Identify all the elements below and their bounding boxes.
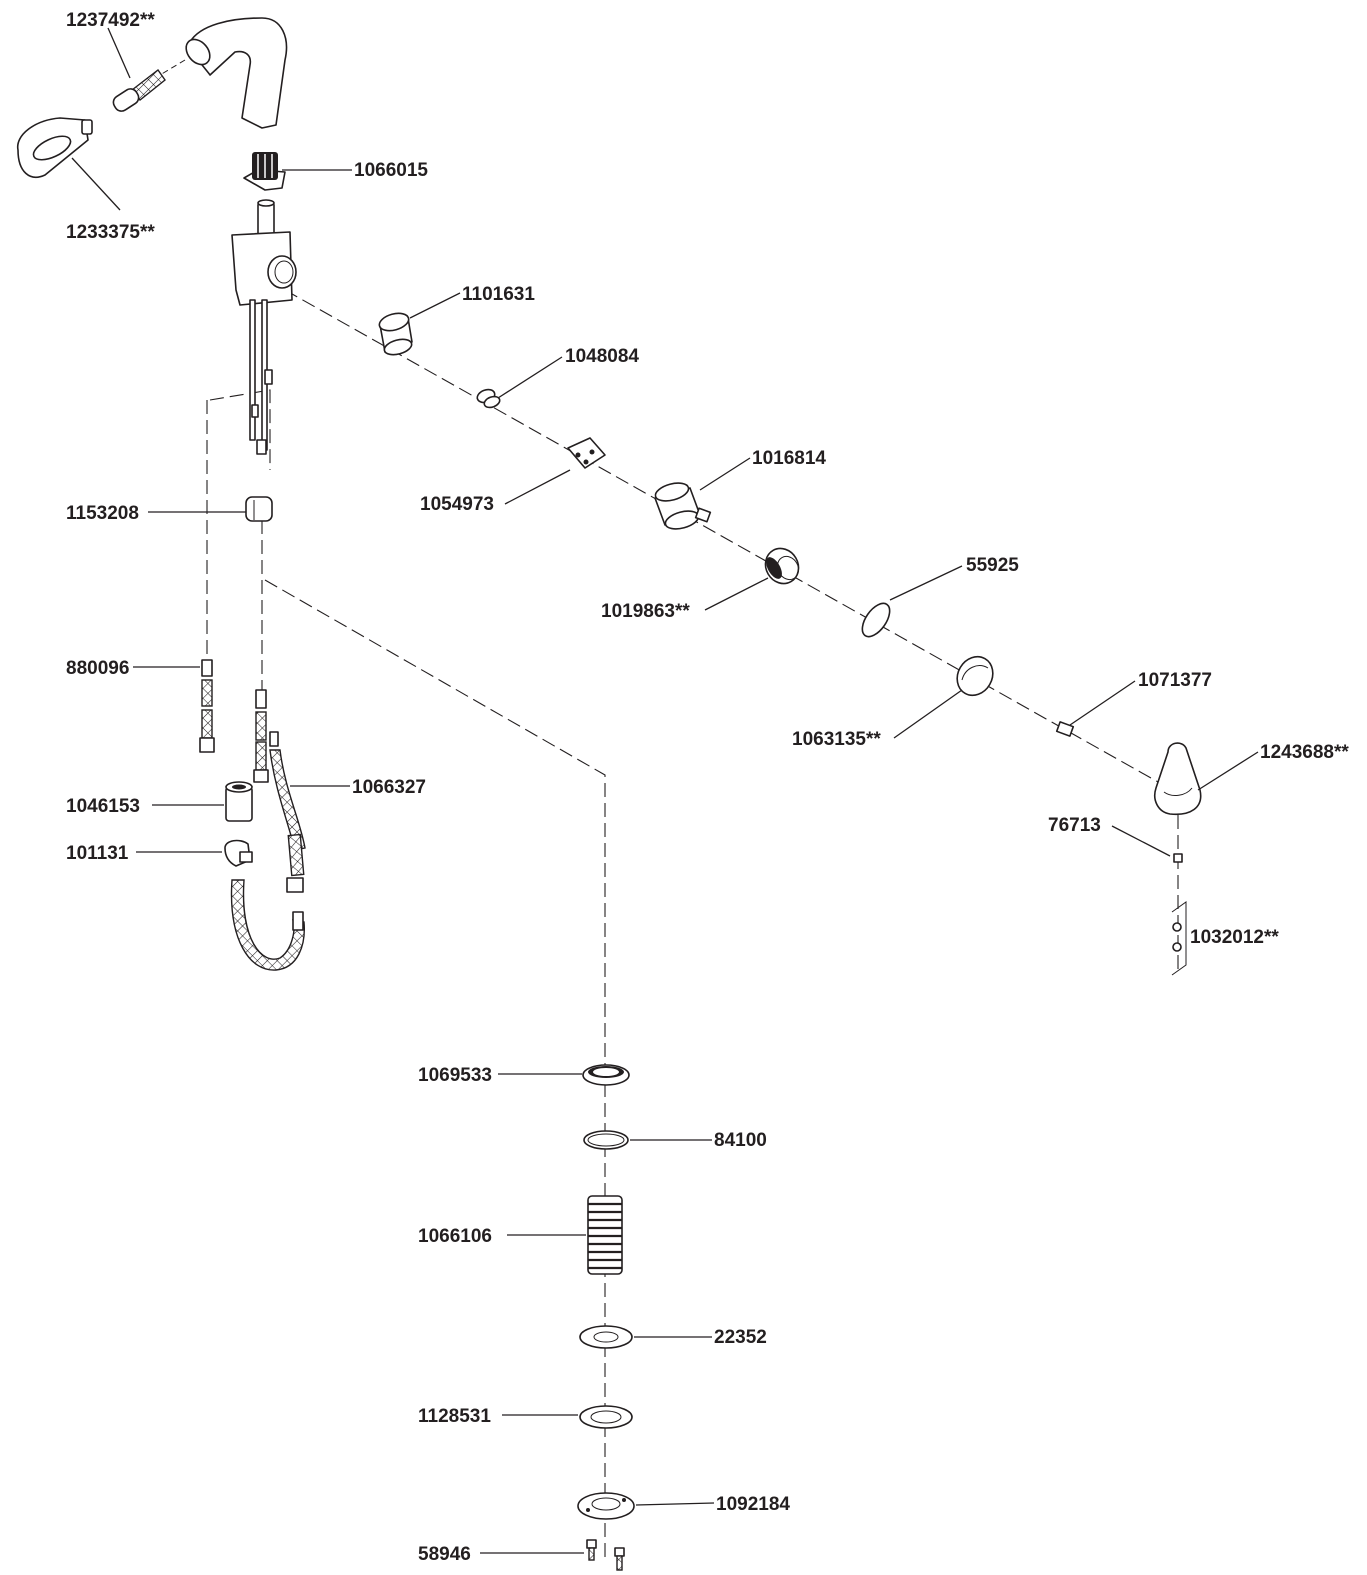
spout-mount-part[interactable] (243, 152, 286, 191)
spout-part[interactable] (181, 17, 288, 129)
label-1016814: 1016814 (752, 448, 826, 469)
label-1243688: 1243688** (1260, 742, 1349, 763)
adapter-part[interactable] (567, 437, 606, 469)
supply-hose-part[interactable] (199, 659, 215, 753)
label-1069533: 1069533 (418, 1065, 492, 1086)
label-1071377: 1071377 (1138, 670, 1212, 691)
mounting-gasket-part[interactable] (582, 1064, 630, 1086)
hose-clamp-part[interactable] (224, 839, 253, 867)
o-ring-2-part[interactable] (583, 1130, 629, 1150)
set-screw-part[interactable] (1173, 853, 1183, 863)
label-1101631: 1101631 (462, 284, 535, 305)
handle-adapter-part[interactable] (950, 650, 999, 702)
label-1237492: 1237492** (66, 10, 155, 31)
gasket-part[interactable] (579, 1405, 633, 1429)
o-ring-part[interactable] (857, 599, 895, 642)
threaded-shank-part[interactable] (587, 1195, 623, 1275)
pull-out-spray-head-part[interactable] (17, 117, 93, 178)
faucet-body-part[interactable] (231, 199, 297, 455)
hose-guide-part[interactable] (245, 496, 273, 522)
label-1032012: 1032012** (1190, 927, 1279, 948)
leader-lines (71, 27, 1259, 1554)
pull-out-hose-part[interactable] (230, 879, 305, 971)
label-1128531: 1128531 (418, 1406, 491, 1427)
label-1153208: 1153208 (66, 503, 139, 524)
label-1046153: 1046153 (66, 796, 140, 817)
plug-button-set-part[interactable] (1171, 901, 1187, 976)
label-880096: 880096 (66, 658, 129, 679)
label-1233375: 1233375** (66, 222, 155, 243)
label-55925: 55925 (966, 555, 1019, 576)
label-84100: 84100 (714, 1130, 767, 1151)
cartridge-part[interactable] (654, 480, 712, 532)
insert-part[interactable] (1055, 721, 1075, 737)
label-1092184: 1092184 (716, 1494, 790, 1515)
label-1063135: 1063135** (792, 729, 881, 750)
clip-part[interactable] (475, 387, 501, 409)
screws-part[interactable] (586, 1539, 625, 1571)
spray-supply-hose-part[interactable] (269, 731, 306, 893)
washer-part[interactable] (579, 1325, 633, 1349)
label-1054973: 1054973 (420, 494, 494, 515)
label-1048084: 1048084 (565, 346, 639, 367)
bonnet-nut-part[interactable] (759, 542, 805, 589)
retaining-nut-part[interactable] (377, 310, 413, 357)
assembly-axes (206, 289, 1191, 1560)
label-22352: 22352 (714, 1327, 767, 1348)
supply-hose-2-part[interactable] (253, 689, 269, 783)
mounting-plate-part[interactable] (577, 1492, 635, 1520)
label-1066106: 1066106 (418, 1226, 492, 1247)
label-1066327: 1066327 (352, 777, 426, 798)
lever-handle-part[interactable] (1154, 742, 1202, 816)
weight-part[interactable] (225, 781, 253, 822)
label-58946: 58946 (418, 1544, 471, 1565)
label-1066015: 1066015 (354, 160, 428, 181)
label-76713: 76713 (1048, 815, 1101, 836)
spray-hose-part[interactable] (111, 59, 186, 114)
part-labels: 1237492** 1233375** 1066015 1101631 1048… (66, 10, 1349, 1565)
label-101131: 101131 (66, 843, 129, 864)
label-1019863: 1019863** (601, 601, 690, 622)
